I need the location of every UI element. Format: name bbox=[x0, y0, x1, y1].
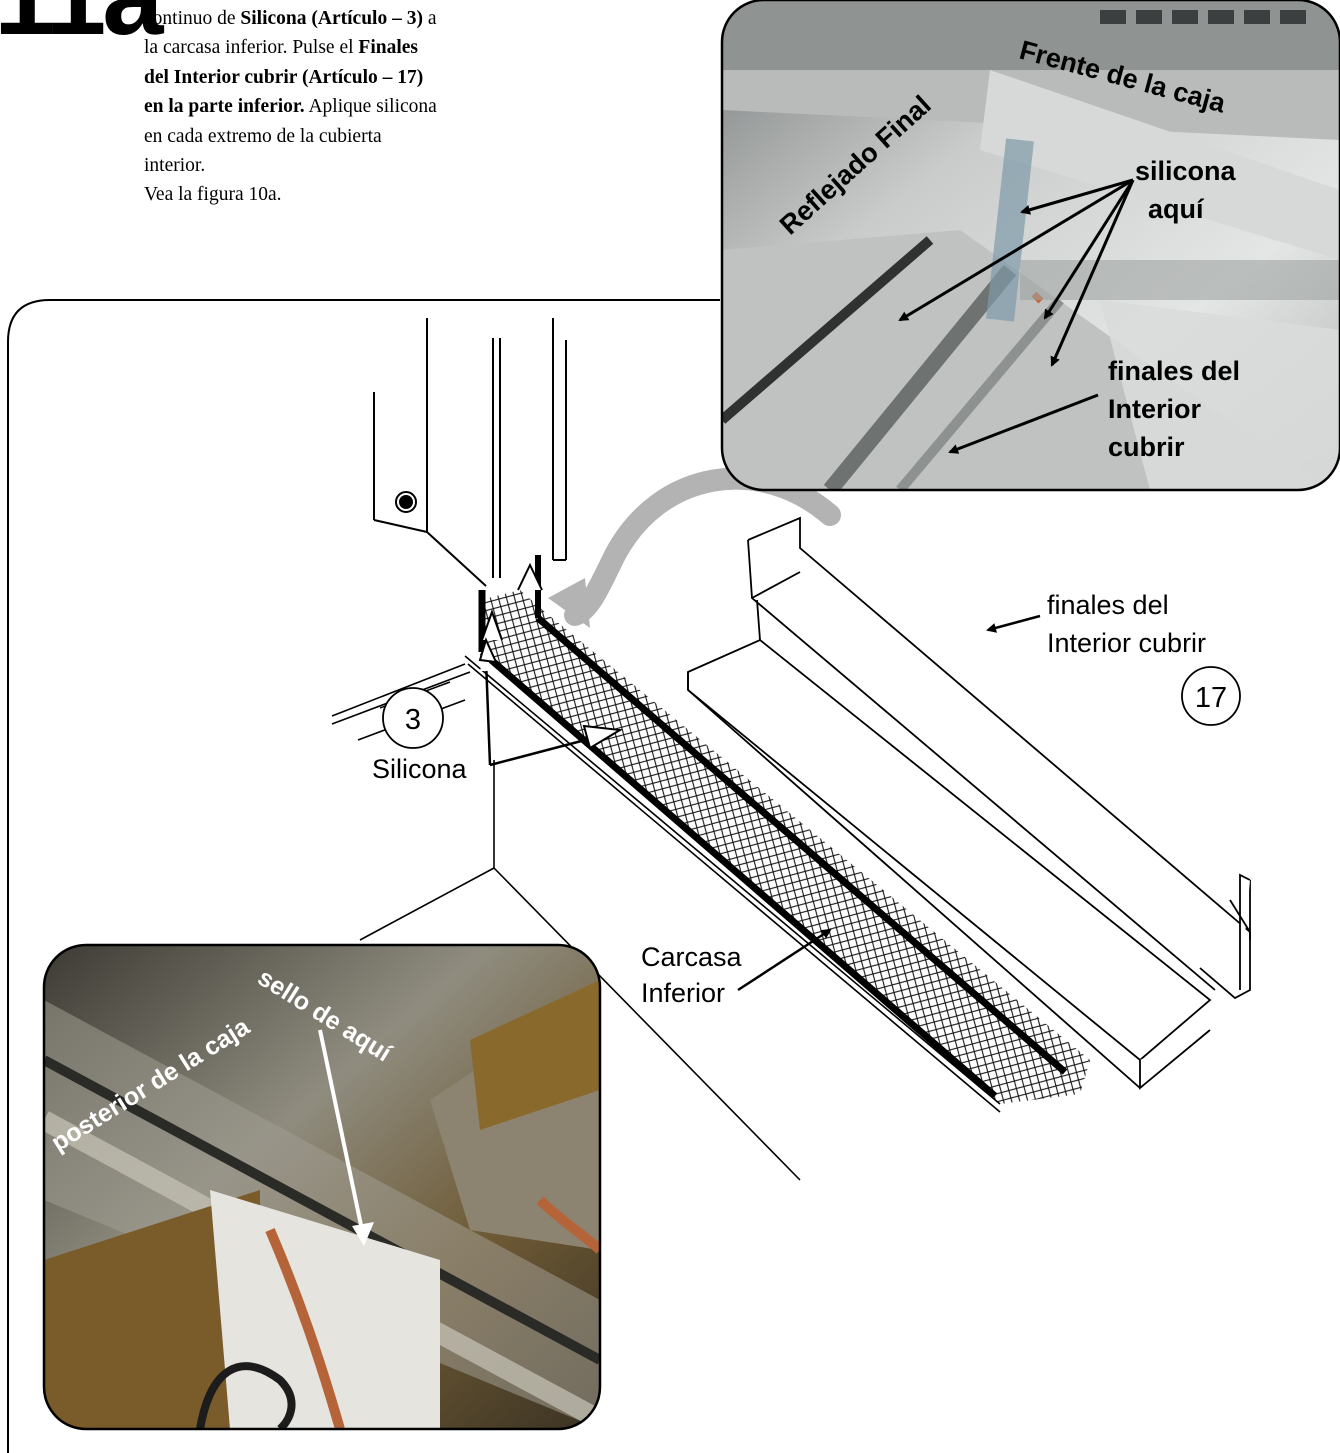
figure-frame bbox=[7, 299, 720, 1453]
instruction-segment: Silicona bbox=[240, 8, 307, 29]
silicone-bead bbox=[480, 612, 1090, 1104]
instruction-text: continuo de Silicona (Artículo – 3) a la… bbox=[144, 4, 444, 210]
label-silicona-aqui-2: aquí bbox=[1148, 194, 1205, 224]
instruction-segment: a la carcasa inferior. Pulse el bbox=[144, 8, 437, 59]
label-finales-photo-1: finales del bbox=[1108, 356, 1240, 386]
label-silicona: Silicona bbox=[372, 754, 468, 784]
instruction-segment: (Artículo – 3) bbox=[311, 8, 423, 29]
callout-3: 3 bbox=[379, 681, 451, 749]
photo-bottom: sello de aquí posterior de la caja bbox=[42, 943, 602, 1431]
svg-text:17: 17 bbox=[1195, 682, 1227, 714]
callout-17: 17 bbox=[1181, 666, 1241, 726]
interior-end-cover bbox=[687, 516, 1251, 1090]
label-finales-line1: finales del bbox=[1047, 590, 1169, 620]
label-carcasa-line1: Carcasa bbox=[641, 942, 743, 972]
label-silicona-aqui-1: silicona bbox=[1135, 156, 1237, 186]
label-carcasa-line2: Inferior bbox=[641, 978, 725, 1008]
instruction-paragraph: continuo de Silicona (Artículo – 3) a la… bbox=[144, 4, 444, 180]
photo-top: Reflejado Final Frente de la caja silico… bbox=[720, 0, 1340, 492]
instruction-segment: continuo de bbox=[144, 8, 241, 29]
instruction-segment: Finales del Interior cubrir (Artículo – … bbox=[144, 37, 424, 118]
base-panel bbox=[331, 655, 1001, 1181]
step-number: 11a bbox=[0, 0, 163, 52]
label-finales-line2: Interior cubrir bbox=[1047, 628, 1206, 658]
figure-reference: Vea la figura 10a. bbox=[144, 184, 282, 206]
label-finales-photo-2: Interior bbox=[1108, 394, 1202, 424]
label-finales-photo-3: cubrir bbox=[1108, 432, 1185, 462]
vertical-post bbox=[373, 318, 567, 587]
instruction-segment: Aplique silicona en cada extremo de la c… bbox=[144, 96, 437, 177]
svg-text:3: 3 bbox=[405, 704, 421, 736]
